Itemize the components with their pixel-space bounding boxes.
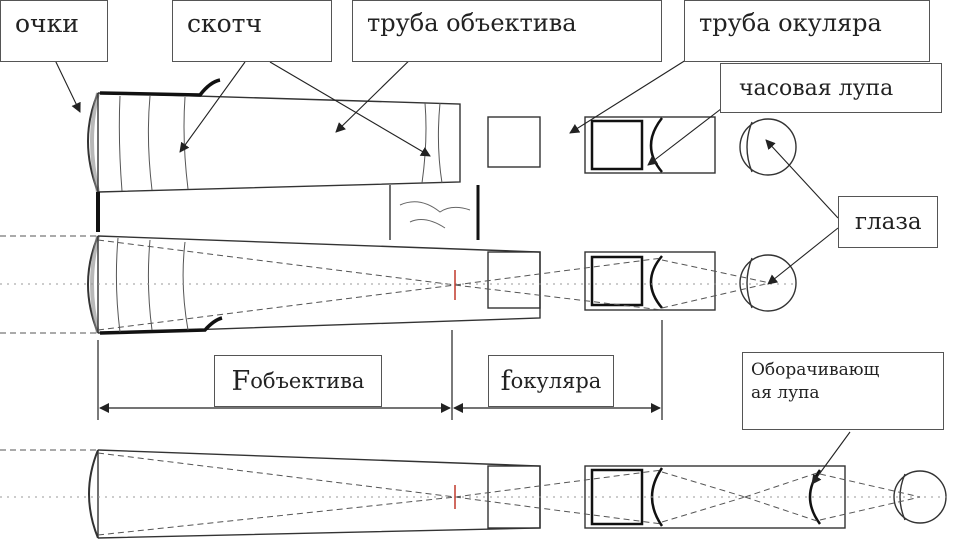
label-eyes: глаза (838, 196, 938, 248)
lower-telescope (87, 235, 797, 335)
label-watch-loupe: часовая лупа (720, 63, 942, 113)
bottom-optical-rays (0, 449, 950, 536)
inverting-telescope (88, 449, 947, 539)
middle-optical-rays (0, 235, 795, 334)
inverting-loupe-line1: Оборачивающ (751, 360, 880, 380)
upper-eye (739, 118, 797, 176)
label-glasses: очки (0, 0, 108, 62)
eyepiece-focal-text: окуляра (510, 368, 602, 393)
objective-focal-symbol: F (231, 365, 251, 397)
upper-eyepiece-tube (584, 116, 716, 174)
focal-dimension-lines (97, 320, 663, 420)
upper-telescope (87, 78, 797, 193)
callout-arrows (54, 47, 851, 485)
lower-objective-tube (97, 235, 541, 334)
tube-bridge (96, 185, 480, 240)
label-objective-tube: труба объектива (352, 0, 662, 62)
objective-focal-text: объектива (250, 368, 365, 393)
lower-eyepiece-tube (584, 251, 716, 311)
label-eyepiece-tube: труба окуляра (684, 0, 930, 62)
inverting-loupe-line2: ая лупа (751, 382, 820, 403)
lower-eye (739, 254, 797, 312)
eyepiece-focal-symbol: f (500, 365, 511, 397)
upper-objective-tube (97, 92, 461, 193)
label-tape: скотч (172, 0, 332, 62)
label-inverting-loupe: Оборачивающ ая лупа (742, 352, 944, 430)
upper-tape-edge (99, 78, 221, 97)
